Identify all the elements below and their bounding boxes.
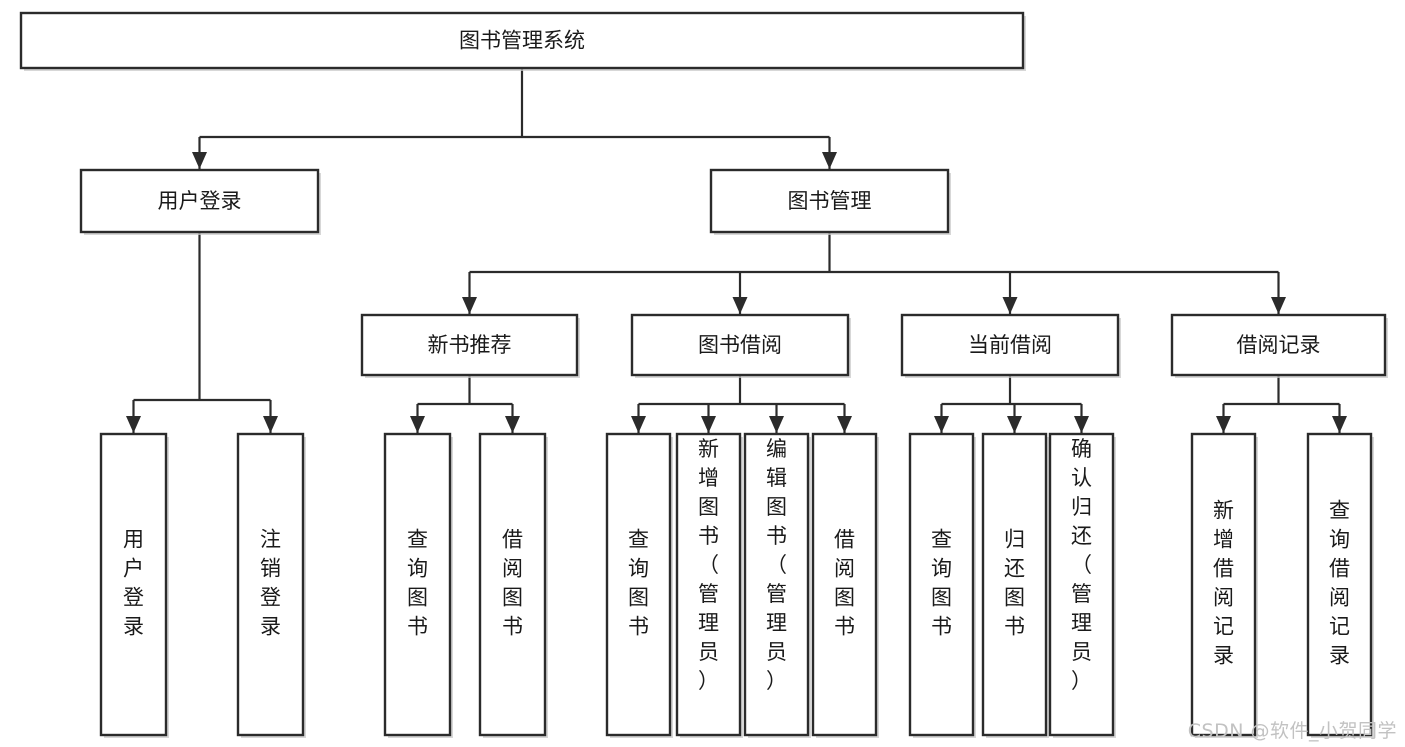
arrow-head-icon bbox=[410, 416, 425, 433]
arrow-head-icon bbox=[769, 416, 784, 433]
edge-group-current bbox=[934, 375, 1089, 433]
node-box[interactable] bbox=[1048, 432, 1115, 737]
arrow-head-icon bbox=[1332, 416, 1347, 433]
node-root[interactable]: 图书管理系统 bbox=[19, 11, 1026, 71]
node-leaf-borrow-book-1[interactable]: 借阅图书 bbox=[478, 432, 548, 738]
arrow-head-icon bbox=[934, 416, 949, 433]
edge-group-login bbox=[126, 232, 278, 433]
node-leaf-return-book[interactable]: 归还图书 bbox=[981, 432, 1049, 738]
node-label: 新增图书（管理员） bbox=[698, 437, 719, 693]
node-label: 注销登录 bbox=[260, 528, 281, 639]
node-box[interactable] bbox=[99, 432, 168, 737]
arrow-head-icon bbox=[837, 416, 852, 433]
arrow-head-icon bbox=[263, 416, 278, 433]
node-leaf-query-book-3[interactable]: 查询图书 bbox=[908, 432, 976, 738]
node-records[interactable]: 借阅记录 bbox=[1170, 313, 1388, 378]
node-label: 归还图书 bbox=[1004, 528, 1025, 639]
node-label: 查询借阅记录 bbox=[1329, 499, 1350, 668]
arrow-head-icon bbox=[822, 152, 837, 169]
node-leaf-logout[interactable]: 注销登录 bbox=[236, 432, 306, 738]
node-layer: 图书管理系统用户登录图书管理新书推荐图书借阅当前借阅借阅记录用户登录注销登录查询… bbox=[19, 11, 1388, 738]
node-leaf-query-record[interactable]: 查询借阅记录 bbox=[1306, 432, 1374, 738]
arrow-head-icon bbox=[126, 416, 141, 433]
arrow-head-icon bbox=[1002, 297, 1018, 314]
node-box[interactable] bbox=[630, 313, 850, 377]
node-box[interactable] bbox=[908, 432, 975, 737]
node-box[interactable] bbox=[709, 168, 950, 234]
node-label: 编辑图书（管理员） bbox=[766, 437, 787, 693]
node-label: 借阅图书 bbox=[502, 528, 523, 639]
node-label: 用户登录 bbox=[123, 528, 144, 639]
node-box[interactable] bbox=[1170, 313, 1387, 377]
connector-layer bbox=[126, 68, 1347, 433]
node-label: 当前借阅 bbox=[968, 333, 1052, 357]
arrow-head-icon bbox=[631, 416, 646, 433]
node-box[interactable] bbox=[743, 432, 810, 737]
arrow-head-icon bbox=[1074, 416, 1089, 433]
node-label: 确认归还（管理员） bbox=[1071, 437, 1092, 693]
node-label: 查询图书 bbox=[628, 528, 649, 639]
arrow-head-icon bbox=[1216, 416, 1231, 433]
node-box[interactable] bbox=[981, 432, 1048, 737]
arrow-head-icon bbox=[1271, 297, 1286, 314]
node-box[interactable] bbox=[1190, 432, 1257, 737]
arrow-head-icon bbox=[1007, 416, 1022, 433]
node-leaf-user-login[interactable]: 用户登录 bbox=[99, 432, 169, 738]
node-login[interactable]: 用户登录 bbox=[79, 168, 321, 235]
node-box[interactable] bbox=[605, 432, 672, 737]
edge-group-bookmgmt bbox=[462, 232, 1286, 314]
edge-group-newbook bbox=[410, 375, 520, 433]
edge-group-root bbox=[192, 68, 837, 169]
node-label: 借阅记录 bbox=[1237, 333, 1321, 357]
node-box[interactable] bbox=[79, 168, 320, 234]
node-label: 图书管理系统 bbox=[459, 29, 585, 53]
edge-group-borrow bbox=[631, 375, 852, 433]
node-leaf-edit-book[interactable]: 编辑图书（管理员） bbox=[743, 432, 811, 738]
node-label: 用户登录 bbox=[158, 189, 242, 213]
node-box[interactable] bbox=[383, 432, 452, 737]
arrow-head-icon bbox=[732, 297, 748, 314]
node-borrow[interactable]: 图书借阅 bbox=[630, 313, 851, 378]
node-box[interactable] bbox=[478, 432, 547, 737]
node-leaf-add-book[interactable]: 新增图书（管理员） bbox=[675, 432, 743, 738]
node-leaf-confirm-return[interactable]: 确认归还（管理员） bbox=[1048, 432, 1116, 738]
arrow-head-icon bbox=[505, 416, 520, 433]
arrow-head-icon bbox=[701, 416, 716, 433]
node-leaf-query-book-1[interactable]: 查询图书 bbox=[383, 432, 453, 738]
node-box[interactable] bbox=[1306, 432, 1373, 737]
node-label: 图书管理 bbox=[788, 189, 872, 213]
arrow-head-icon bbox=[462, 297, 477, 314]
node-bookmgmt[interactable]: 图书管理 bbox=[709, 168, 951, 235]
node-leaf-borrow-book-2[interactable]: 借阅图书 bbox=[811, 432, 879, 738]
node-label: 新书推荐 bbox=[428, 333, 512, 357]
node-leaf-add-record[interactable]: 新增借阅记录 bbox=[1190, 432, 1258, 738]
node-leaf-query-book-2[interactable]: 查询图书 bbox=[605, 432, 673, 738]
node-box[interactable] bbox=[900, 313, 1120, 377]
node-label: 图书借阅 bbox=[698, 333, 782, 357]
node-box[interactable] bbox=[811, 432, 878, 737]
node-box[interactable] bbox=[19, 11, 1025, 70]
edge-group-records bbox=[1216, 375, 1347, 433]
arrow-head-icon bbox=[192, 152, 207, 169]
node-box[interactable] bbox=[675, 432, 742, 737]
node-label: 查询图书 bbox=[407, 528, 428, 639]
node-label: 新增借阅记录 bbox=[1213, 499, 1234, 668]
node-newbook[interactable]: 新书推荐 bbox=[360, 313, 580, 378]
node-box[interactable] bbox=[360, 313, 579, 377]
node-current[interactable]: 当前借阅 bbox=[900, 313, 1121, 378]
node-label: 借阅图书 bbox=[834, 528, 855, 639]
node-box[interactable] bbox=[236, 432, 305, 737]
node-label: 查询图书 bbox=[931, 528, 952, 639]
